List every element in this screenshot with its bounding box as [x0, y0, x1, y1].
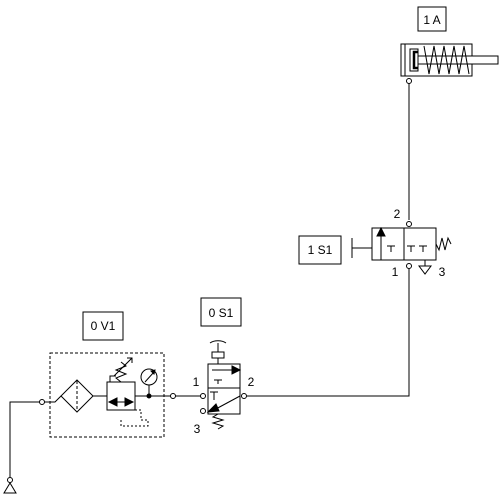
line-0s1-to-1s1	[247, 269, 410, 397]
regulator-body	[106, 381, 136, 411]
valve-0s1-flow-bottom	[213, 395, 241, 411]
frl-0v1-label: 0 V1	[91, 319, 116, 333]
valve-0s1-port-3	[200, 408, 206, 414]
valve-0s1-label: 0 S1	[209, 306, 234, 320]
frl-enclosure	[49, 352, 165, 438]
valve-1s1-label-box	[298, 235, 342, 265]
valve-1s1-square-left	[371, 227, 405, 261]
valve-0s1-spring	[211, 413, 225, 430]
gauge-junction	[146, 393, 152, 399]
valve-1s1: 1 S1 2 1 3	[298, 207, 452, 279]
valve-0s1-square-bottom	[207, 387, 241, 415]
gauge-needle-tip	[150, 369, 156, 375]
regulator-pilot	[109, 375, 116, 382]
cylinder-return-spring	[423, 45, 470, 75]
valve-1s1-port-2-label: 2	[394, 207, 401, 221]
valve-0s1-port-2	[241, 393, 247, 399]
valve-1s1-actuator	[351, 238, 372, 258]
cylinder-port	[406, 78, 412, 84]
valve-1s1-blocked-2	[419, 245, 427, 252]
valve-0s1-blocked-bottom	[210, 391, 218, 400]
frl-inlet-port	[39, 399, 45, 405]
line-inlet-to-filter	[44, 395, 62, 403]
valve-0s1-port-1-label: 1	[193, 375, 200, 389]
valve-1s1-square-right	[403, 227, 437, 261]
frl-0v1-label-box	[82, 311, 124, 341]
valve-0s1-port-2-label: 2	[248, 375, 255, 389]
valve-1s1-blocked-left	[387, 245, 395, 252]
cylinder-rod	[417, 55, 499, 65]
valve-0s1-blocked-top	[214, 379, 222, 384]
valve-0s1-label-box	[200, 297, 242, 327]
valve-1s1-port-3-label: 3	[439, 265, 446, 279]
valve-1s1-port-2	[406, 221, 412, 227]
valve-0s1-arrowhead-top	[231, 365, 242, 375]
junction-node	[170, 393, 176, 399]
valve-1s1-exhaust-icon	[418, 265, 432, 275]
regulator-adjust-arrow	[113, 357, 133, 377]
air-supply-icon	[3, 482, 17, 494]
valve-1s1-arrowhead	[376, 226, 386, 237]
valve-1s1-blocked-1	[407, 245, 415, 252]
gauge-needle	[144, 371, 155, 383]
valve-0s1-port-1	[200, 393, 206, 399]
regulator-pilot-return	[120, 409, 149, 427]
cylinder-1a: 1 A	[400, 6, 499, 84]
cylinder-1a-label: 1 A	[423, 13, 440, 27]
regulator-arrowhead-right	[124, 397, 135, 407]
regulator-adjust-arrowhead	[127, 357, 133, 363]
filter-symbol	[60, 379, 94, 413]
supply-port	[7, 477, 13, 483]
cylinder-piston-seal	[412, 50, 418, 70]
regulator-arrowhead-left	[107, 397, 118, 407]
valve-1s1-port-1	[406, 263, 412, 269]
valve-0s1-arrowhead-bottom	[206, 403, 220, 413]
cylinder-1a-label-box	[417, 6, 447, 32]
valve-1s1-label: 1 S1	[308, 243, 333, 257]
frl-unit-0v1: 0 V1	[39, 311, 165, 438]
valve-0s1-pushbutton	[209, 340, 227, 359]
valve-1s1-spring	[435, 236, 452, 252]
valve-0s1-port-3-label: 3	[194, 422, 201, 436]
valve-1s1-port-1-label: 1	[392, 265, 399, 279]
line-supply	[9, 401, 40, 477]
valve-0s1: 0 S1 1 2 3	[193, 297, 255, 436]
